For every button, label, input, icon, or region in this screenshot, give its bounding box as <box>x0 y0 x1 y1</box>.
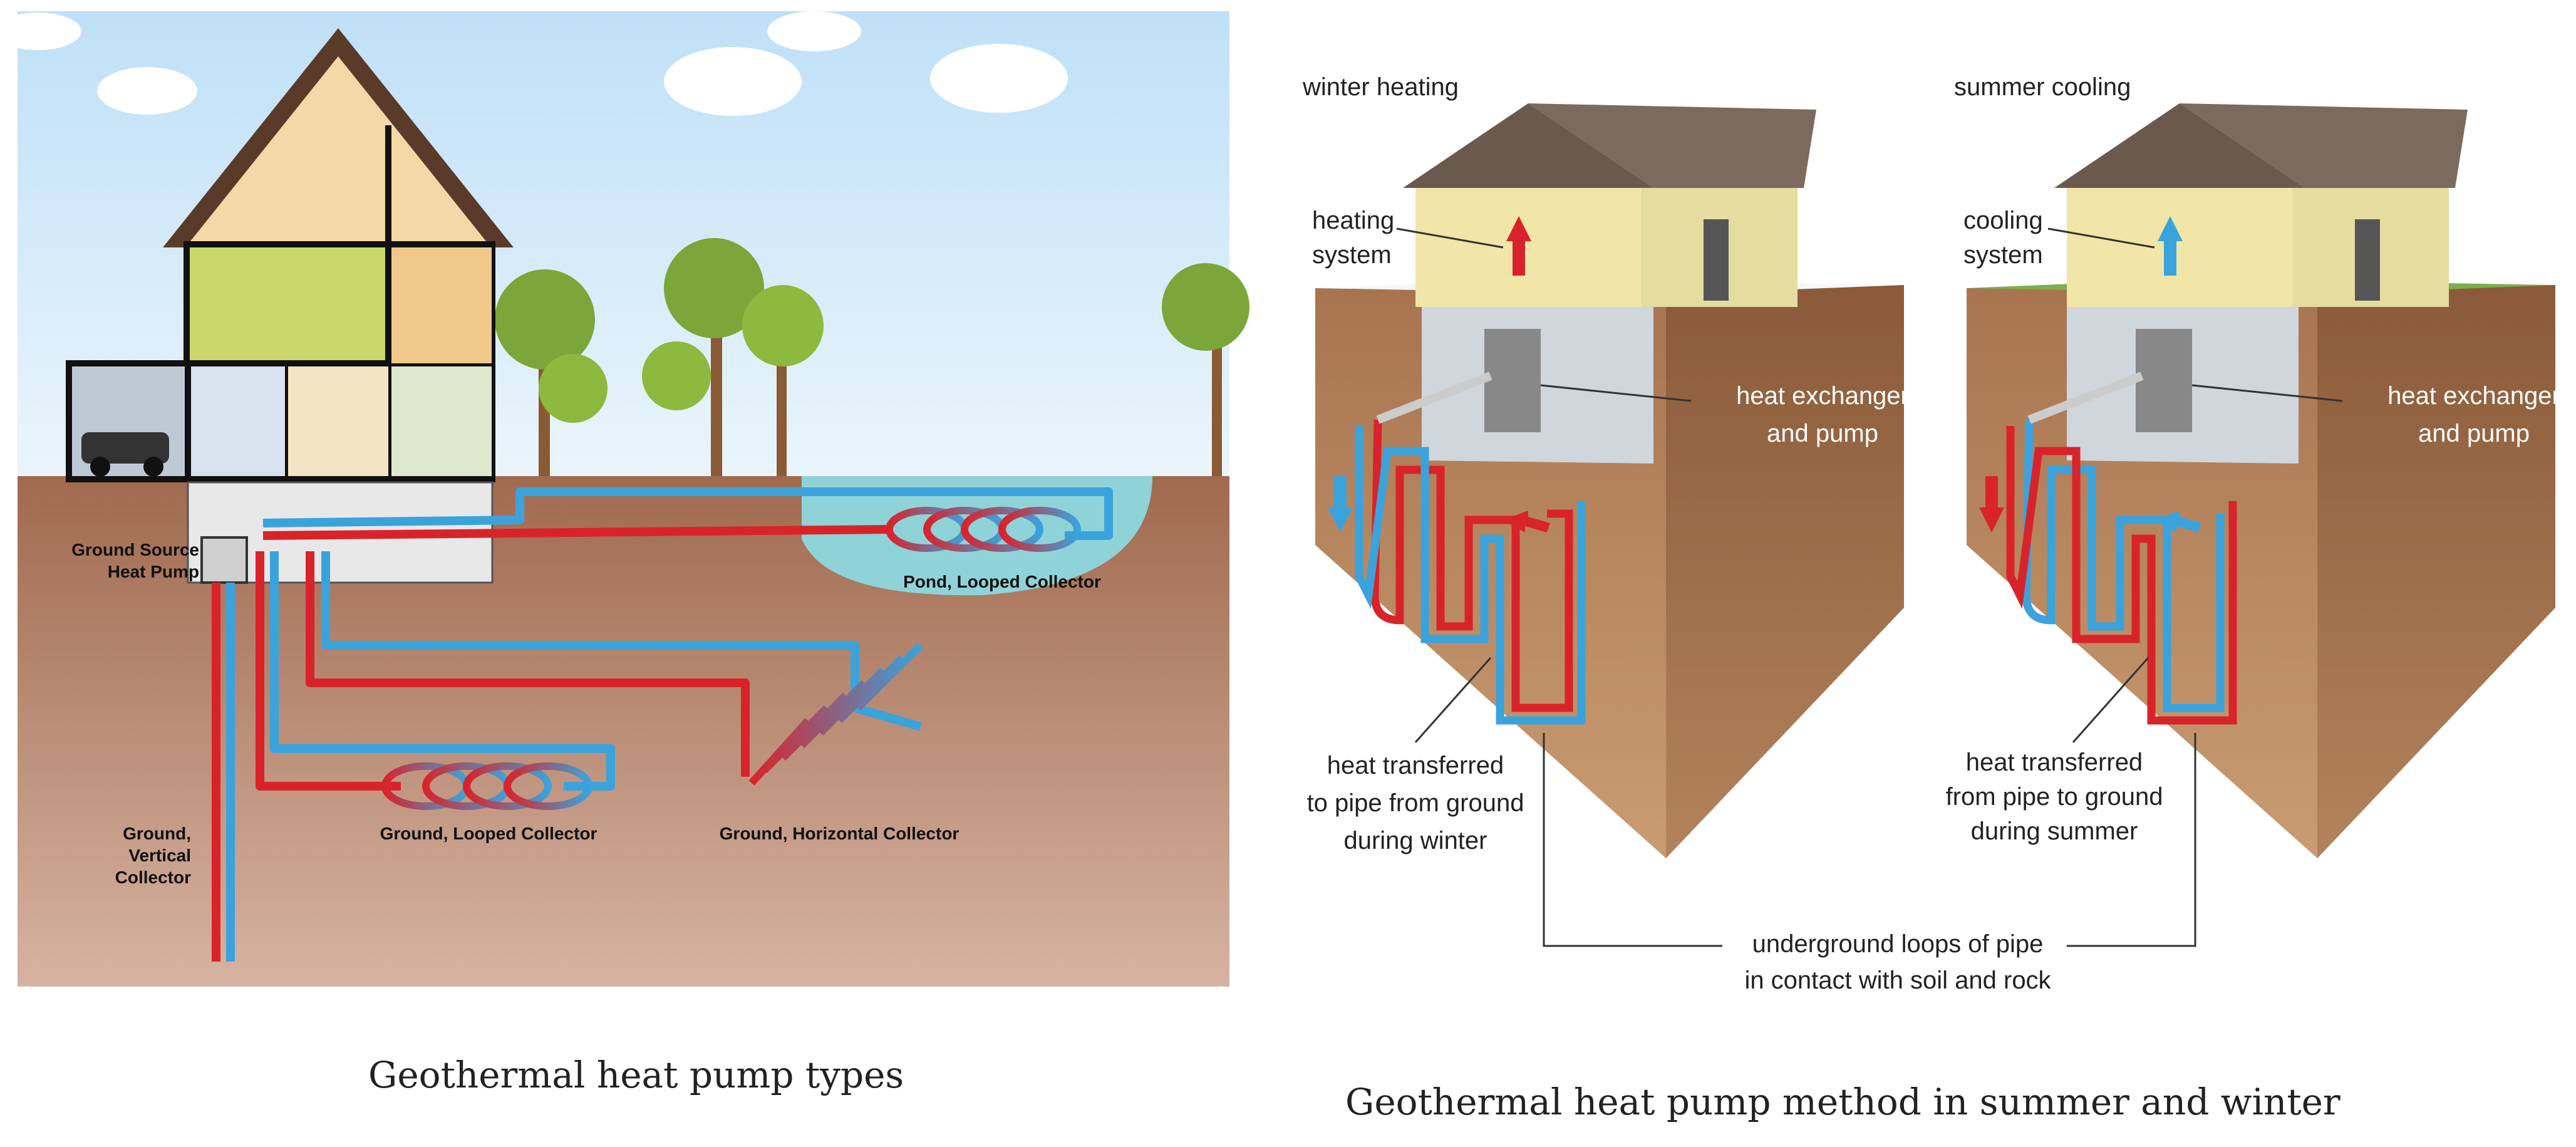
summer-transfer-1: heat transferred <box>1966 749 2143 776</box>
summer-left-arrow <box>2154 511 2201 532</box>
ground-loops <box>381 762 592 810</box>
summer-title: summer cooling <box>1954 73 2131 101</box>
summer-transfer-2: from pipe to ground <box>1946 783 2163 811</box>
summer-system-1: cooling <box>1963 207 2043 234</box>
pond <box>802 476 1152 596</box>
summer-transfer-3: during summer <box>1971 817 2138 845</box>
summer-exchanger-1: heat exchanger <box>2387 382 2560 410</box>
vertical-collector-pipes <box>212 487 1113 962</box>
label-looped: Ground, Looped Collector <box>380 824 597 843</box>
winter-system-1: heating <box>1312 207 1394 234</box>
winter-transfer-3: during winter <box>1343 827 1487 854</box>
label-horizontal: Ground, Horizontal Collector <box>720 824 960 843</box>
clouds <box>0 11 1068 116</box>
summer-up-arrow <box>2158 216 2183 276</box>
label-vertical-3: Collector <box>115 868 191 887</box>
winter-system-2: system <box>1312 241 1392 269</box>
winter-block <box>1315 103 1904 858</box>
right-figure: winter heating summer cooling heating sy… <box>1302 73 2560 994</box>
winter-transfer-1: heat transferred <box>1327 752 1504 779</box>
caption-left: Geothermal heat pump types <box>368 1054 904 1096</box>
winter-exchanger-1: heat exchanger <box>1736 382 1909 410</box>
winter-exchanger-2: and pump <box>1767 420 1878 447</box>
caption-right: Geothermal heat pump method in summer an… <box>1345 1081 2341 1123</box>
leader-lines <box>1396 227 2343 947</box>
winter-down-arrow <box>1328 476 1353 532</box>
winter-title: winter heating <box>1302 73 1459 101</box>
trees <box>495 238 1249 476</box>
label-heat-pump-2: Heat Pump <box>108 562 199 581</box>
winter-left-arrow <box>1503 511 1550 532</box>
label-vertical-1: Ground, <box>123 824 191 843</box>
summer-exchanger-2: and pump <box>2418 420 2530 447</box>
horizontal-grid <box>748 642 924 786</box>
summer-down-arrow <box>1979 476 2004 532</box>
label-vertical-2: Vertical <box>128 846 191 865</box>
label-pond: Pond, Looped Collector <box>903 572 1101 591</box>
left-figure: Ground Source Heat Pump Pond, Looped Col… <box>0 11 1249 987</box>
loops-label-2: in contact with soil and rock <box>1744 967 2051 994</box>
heat-pump-unit <box>200 536 248 584</box>
loops-label-1: underground loops of pipe <box>1752 930 2044 958</box>
winter-up-arrow <box>1506 216 1531 276</box>
label-heat-pump-1: Ground Source <box>71 540 199 559</box>
winter-transfer-2: to pipe from ground <box>1307 789 1524 817</box>
summer-system-2: system <box>1963 241 2043 269</box>
pond-loops <box>886 507 1081 552</box>
summer-block <box>1967 103 2555 858</box>
